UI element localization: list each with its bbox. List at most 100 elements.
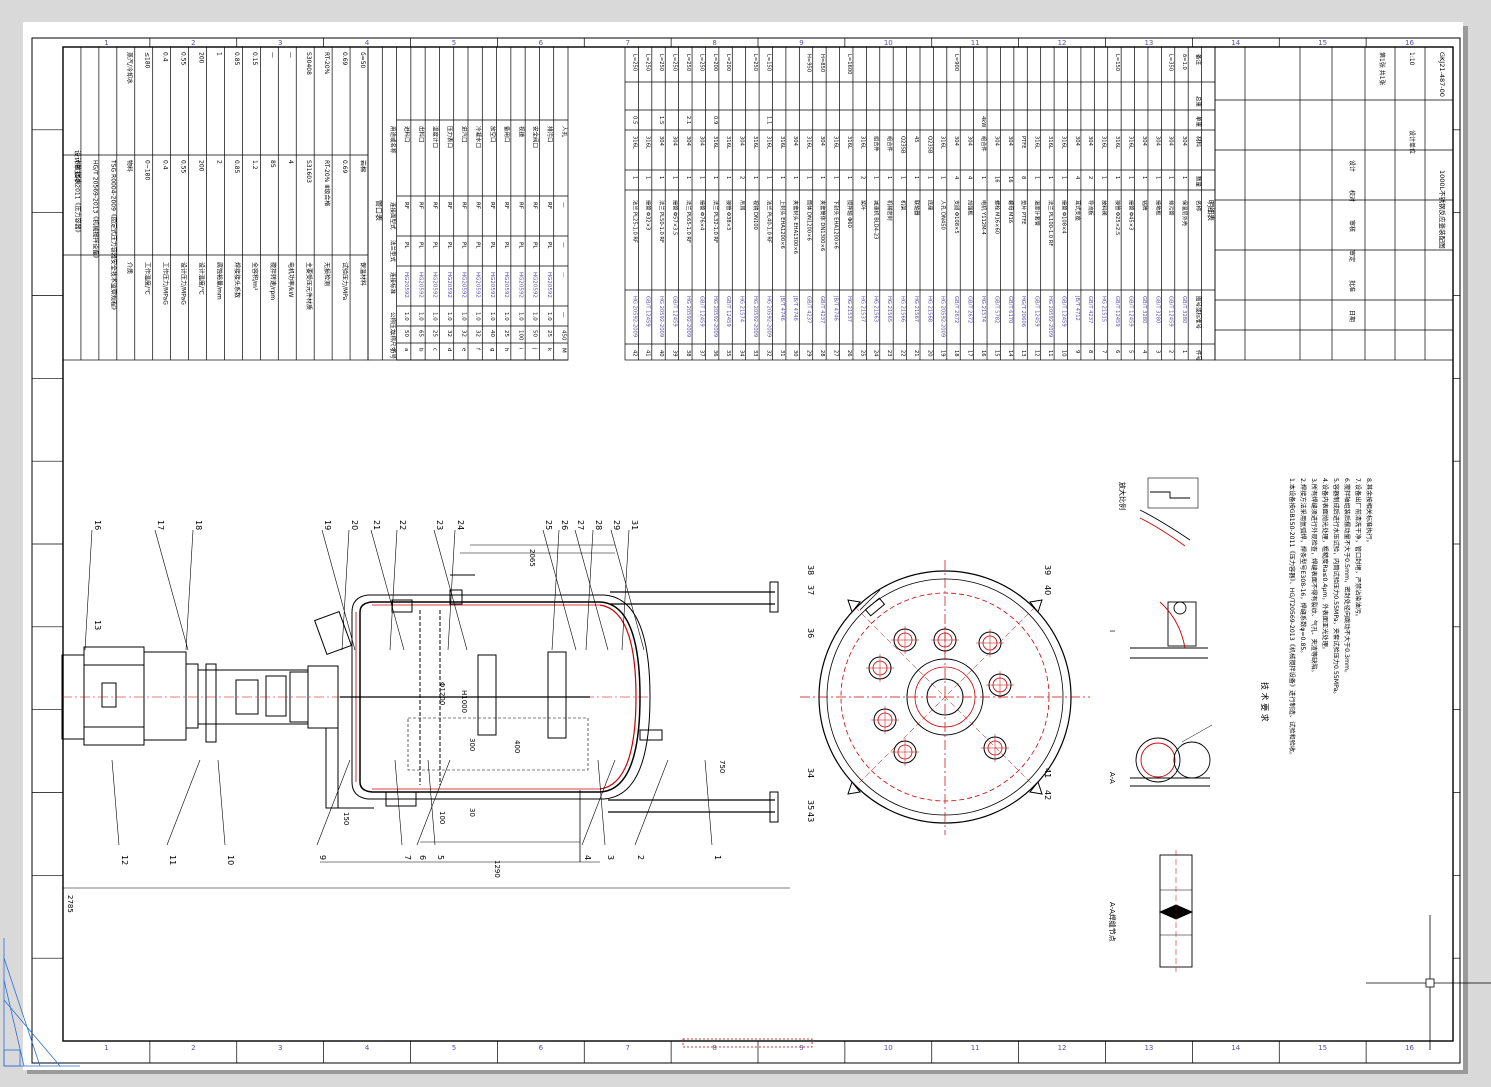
part-cell: 1 bbox=[752, 176, 758, 179]
part-cell: JB/T 4746 bbox=[792, 295, 798, 321]
dimension-text: 750 bbox=[718, 760, 726, 773]
part-cell: L=250 bbox=[698, 54, 704, 71]
part-cell: H=850 bbox=[819, 54, 825, 72]
part-callout: 9 bbox=[318, 855, 327, 860]
part-cell: HG 21563 bbox=[873, 296, 879, 322]
part-callout: 16 bbox=[93, 520, 102, 530]
part-cell: 12 bbox=[1034, 350, 1040, 357]
nozzle-cell: 排污口 bbox=[546, 126, 554, 143]
part-cell: 法兰 PL25-1.0 RF bbox=[631, 200, 639, 243]
part-cell: Q235B bbox=[899, 136, 905, 154]
nozzle-header: 符号 bbox=[389, 348, 397, 360]
nozzle-cell: j bbox=[532, 347, 538, 350]
role-label: 日期 bbox=[1348, 310, 1356, 322]
role-label: 设计 bbox=[1348, 160, 1356, 172]
part-cell: 316L bbox=[1034, 136, 1040, 149]
nozzle-cell: PL bbox=[432, 242, 438, 249]
part-callout: 11 bbox=[168, 855, 177, 865]
part-cell: GB/T 12459 bbox=[1114, 296, 1120, 327]
nozzle-cell: RF bbox=[532, 202, 538, 209]
nozzle-cell: 1.0 bbox=[446, 312, 452, 321]
impeller-2 bbox=[547, 651, 567, 739]
nozzle-header: 用途或名称 bbox=[389, 126, 397, 154]
part-cell: 304 bbox=[739, 136, 745, 147]
part-cell: 桨叶 bbox=[859, 200, 867, 210]
nozzle-cell: 1.0 bbox=[460, 312, 466, 321]
design-row-name: 无损检测 bbox=[323, 262, 331, 286]
part-header: 材料 bbox=[1194, 136, 1202, 148]
part-cell: 16 bbox=[980, 350, 986, 357]
part-cell: GB/T 3280 bbox=[1154, 296, 1160, 323]
part-cell: GB/T 12459 bbox=[1034, 296, 1040, 327]
part-callout: 2 bbox=[636, 855, 645, 860]
part-cell: 组合件 bbox=[980, 136, 988, 152]
part-cell: 电机 Y112M-4 bbox=[980, 200, 988, 235]
detail-views[interactable] bbox=[1130, 477, 1213, 972]
part-cell: 304 bbox=[685, 136, 691, 147]
top-view-callout: 40 bbox=[1043, 585, 1052, 595]
frame-number-bottom: 6 bbox=[539, 1044, 544, 1052]
part-cell: 37 bbox=[698, 350, 704, 357]
part-header: 名称 bbox=[1194, 200, 1202, 212]
drawing-title: 1000L不锈钢反应釜装配图 bbox=[1438, 170, 1447, 249]
design-row-name: 电机功率/kW bbox=[287, 262, 295, 297]
part-cell: 14 bbox=[1007, 350, 1013, 357]
part-cell: 304 bbox=[698, 136, 704, 147]
part-cell: 42 bbox=[631, 350, 637, 357]
part-cell: Q235B bbox=[926, 136, 932, 154]
top-view-callout: 35 bbox=[806, 800, 815, 810]
part-cell: L=250 bbox=[685, 54, 691, 71]
nozzle-cell: g bbox=[489, 348, 495, 352]
part-cell: GB/T 2672 bbox=[953, 296, 959, 323]
part-cell: 接管 Φ25×2.5 bbox=[1114, 200, 1122, 235]
frame-number-bottom: 5 bbox=[452, 1044, 456, 1052]
part-cell: 304 bbox=[1007, 136, 1013, 147]
dimension-text: Φ1200 bbox=[438, 682, 446, 705]
part-callout: 18 bbox=[194, 520, 203, 530]
part-cell: HG 21567 bbox=[913, 296, 919, 322]
weld-detail-label: A-A焊缝节点 bbox=[1108, 902, 1117, 942]
role-label: 批准 bbox=[1348, 280, 1356, 292]
part-cell: H=950 bbox=[806, 54, 812, 72]
part-cell: 组合件 bbox=[873, 136, 881, 152]
part-cell: 视镜 DN100 bbox=[752, 200, 760, 230]
main-vessel-view[interactable] bbox=[61, 529, 790, 889]
part-cell: 304 bbox=[967, 136, 973, 147]
nozzle-cell: f bbox=[475, 348, 481, 351]
cad-crosshair-cursor[interactable] bbox=[1366, 915, 1491, 1050]
nozzle-cell: M bbox=[560, 348, 566, 353]
top-plan-view[interactable] bbox=[800, 560, 1090, 835]
part-cell: 304 bbox=[792, 136, 798, 147]
part-cell: 304 bbox=[1074, 136, 1080, 147]
part-cell: 18 bbox=[953, 350, 959, 357]
part-cell: 2 bbox=[739, 176, 745, 179]
standard-line: TSG R0004-2009《固定式压力容器安全技术监察规程》 bbox=[109, 159, 117, 313]
nozzle-cell: PL bbox=[532, 242, 538, 249]
nozzle-cell: 放空口 bbox=[489, 126, 497, 143]
part-cell: 1 bbox=[846, 176, 852, 179]
part-cell: HG 21537 bbox=[846, 296, 852, 322]
nozzle-cell: 50 bbox=[532, 330, 538, 337]
nozzle-cell: 1.0 bbox=[475, 312, 481, 321]
part-cell: GB/T 2672 bbox=[967, 296, 973, 323]
nozzle-cell: RF bbox=[446, 202, 452, 209]
part-callout: 20 bbox=[350, 520, 359, 530]
design-row-jacket: 蒸汽/冷却水 bbox=[126, 52, 134, 84]
frame-number-top: 5 bbox=[452, 39, 456, 47]
design-row-vessel: 200 bbox=[197, 160, 204, 172]
part-cell: L=150 bbox=[765, 54, 771, 71]
nozzle-cell: RF bbox=[403, 202, 409, 209]
part-cell: 接管 Φ45×3 bbox=[1127, 200, 1135, 230]
nozzle-cell: b bbox=[417, 348, 423, 352]
nozzle-cell: 32 bbox=[446, 330, 452, 337]
part-cell: 304 bbox=[819, 136, 825, 147]
frame-number-top: 16 bbox=[1405, 39, 1414, 47]
part-cell: 1 bbox=[1060, 176, 1066, 179]
part-cell: 夹套封头 EHA1300×6 bbox=[792, 200, 800, 254]
part-cell: 2 bbox=[1087, 176, 1093, 179]
nozzle-cell: 1.0 bbox=[432, 312, 438, 321]
enlarge-label: 放大比例 bbox=[1118, 482, 1127, 510]
frame-number-bottom: 2 bbox=[191, 1044, 195, 1052]
